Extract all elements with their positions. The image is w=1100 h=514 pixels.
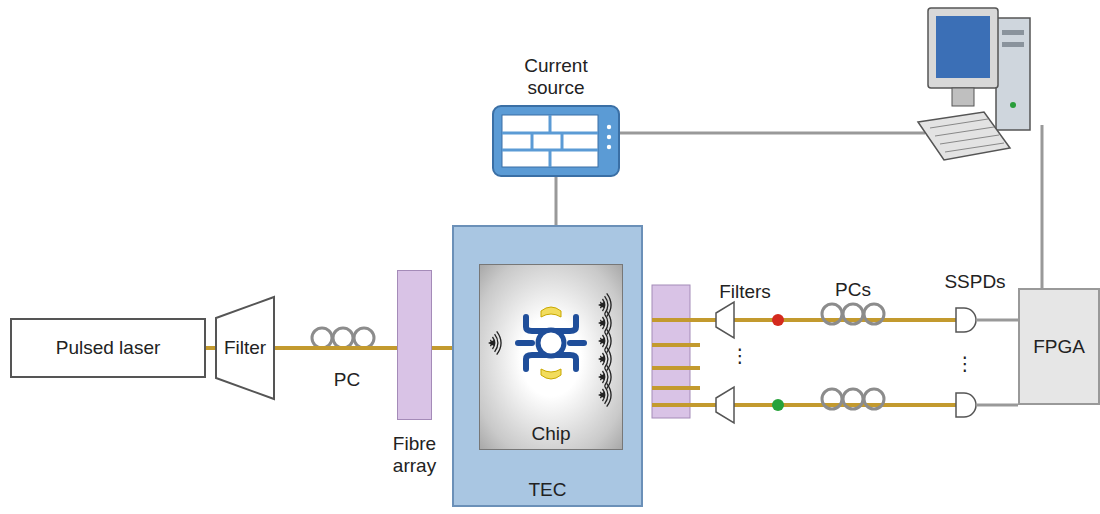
chip: Chip	[479, 264, 623, 450]
node-label: Pulsed laser	[12, 337, 204, 359]
node-label: Current source	[496, 55, 616, 99]
connector	[275, 346, 397, 350]
filter-trapezoid: Filter	[215, 296, 275, 400]
part-label: SSPDs	[944, 271, 1005, 293]
chip-drawing	[480, 265, 624, 451]
control-wire	[1041, 125, 1044, 288]
polarisation-controller	[822, 304, 884, 409]
tec-stage: TEC Chip	[452, 225, 643, 507]
grating-coupler	[488, 293, 611, 406]
output-fibre-array	[652, 285, 690, 418]
node-label: Fibre array	[383, 433, 447, 477]
node-label: TEC	[454, 479, 641, 501]
part-label: PC	[334, 369, 360, 391]
fibre	[652, 320, 956, 405]
signal-wire	[976, 320, 1018, 405]
green-photon	[772, 399, 784, 411]
part-label: ⋮	[956, 353, 975, 375]
laser-box: Pulsed laser	[10, 318, 206, 378]
source-drawing	[492, 105, 620, 177]
node-label: Chip	[480, 423, 622, 445]
part-label: ⋮	[731, 345, 750, 367]
node-label: Filter	[215, 337, 275, 359]
connector	[555, 177, 558, 225]
part-label: PCs	[835, 279, 871, 301]
sspd-detector	[956, 308, 976, 417]
red-photon	[772, 314, 784, 326]
fibre-array: Fibre array	[397, 270, 432, 420]
fpga-box: FPGA	[1018, 288, 1100, 405]
polarisation-controller	[312, 328, 374, 348]
connector	[206, 346, 215, 350]
part-label: Filters	[719, 281, 771, 303]
node-label: FPGA	[1020, 336, 1098, 358]
computer-icon	[918, 8, 1030, 160]
control-wire	[620, 132, 925, 135]
current-source: Current source	[492, 105, 620, 177]
